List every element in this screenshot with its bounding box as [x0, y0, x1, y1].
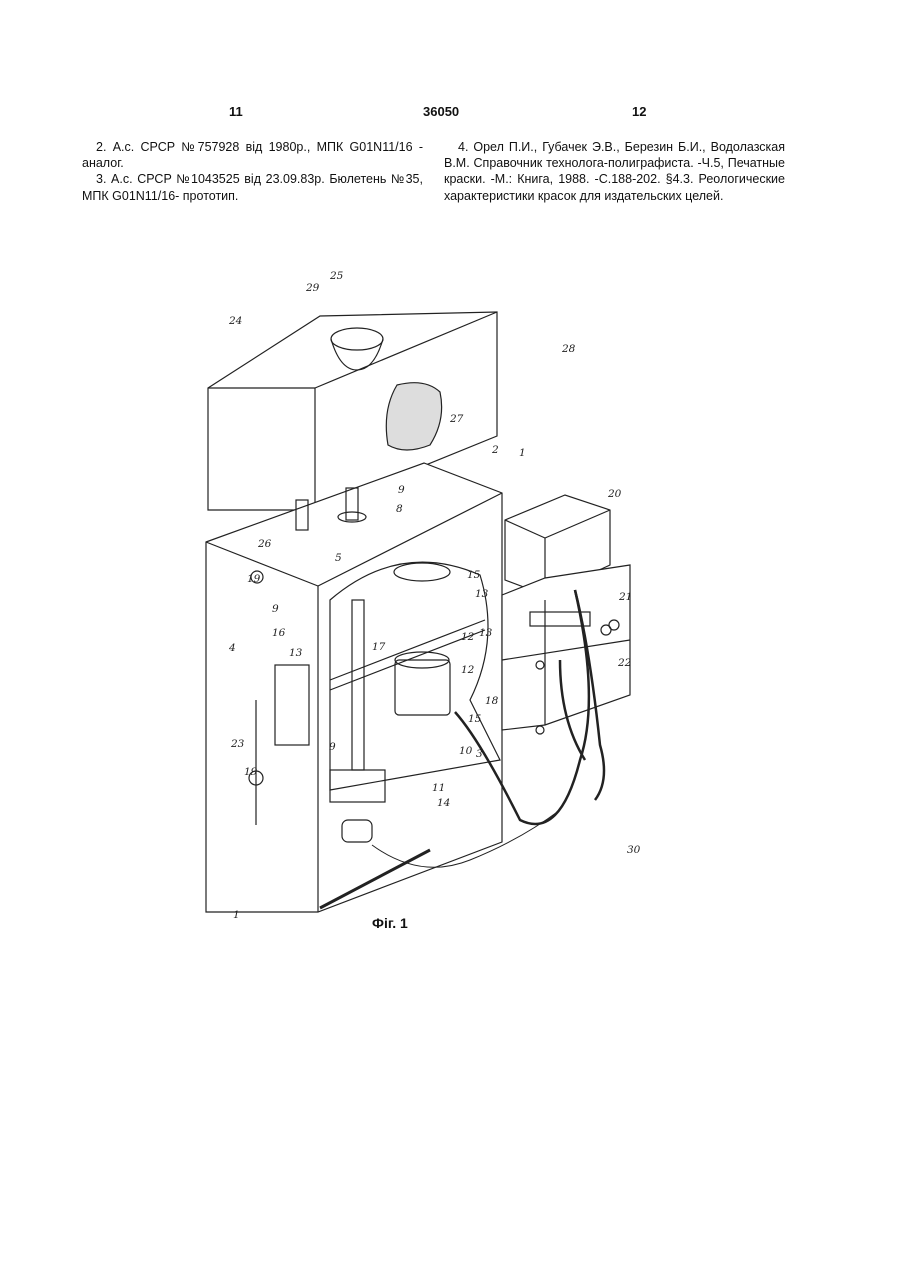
callout-27: 27: [449, 413, 464, 425]
callout-5: 5: [335, 552, 342, 564]
left-page-number: 11: [229, 104, 243, 119]
callout-19: 19: [244, 766, 258, 778]
callout-20: 20: [607, 488, 622, 500]
callout-1: 1: [519, 447, 526, 459]
callout-19: 19: [247, 573, 261, 585]
callout-9: 9: [398, 484, 405, 496]
callout-12: 12: [461, 631, 475, 643]
callout-23: 23: [230, 738, 245, 750]
reference-4: 4. Орел П.И., Губачек Э.В., Березин Б.И.…: [444, 139, 785, 204]
callout-16: 16: [272, 627, 286, 639]
reference-2: 2. А.с. СРСР №757928 від 1980р., МПК G01…: [82, 139, 423, 171]
callout-15: 15: [468, 713, 482, 725]
callout-18: 18: [485, 695, 499, 707]
reference-3: 3. А.с. СРСР №1043525 від 23.09.83р. Бюл…: [82, 171, 423, 203]
callout-8: 8: [396, 503, 403, 515]
patent-figure: 25 29 24 28 27 2 1 9 8 20 26 5 19 15 13 …: [190, 260, 660, 930]
callout-9: 9: [272, 603, 279, 615]
callout-13: 13: [479, 627, 493, 639]
callout-13: 13: [289, 647, 303, 659]
callout-15: 15: [467, 569, 481, 581]
callout-13: 13: [475, 588, 489, 600]
callout-30: 30: [627, 844, 641, 856]
right-page-number: 12: [632, 104, 646, 119]
callout-1: 1: [233, 909, 240, 921]
callout-12: 12: [461, 664, 475, 676]
callout-29: 29: [305, 282, 320, 294]
callout-24: 24: [228, 315, 242, 327]
callout-21: 21: [618, 591, 632, 603]
callout-28: 28: [561, 343, 576, 355]
callout-10: 10: [459, 745, 473, 757]
callout-14: 14: [437, 797, 450, 809]
callout-11: 11: [432, 782, 445, 794]
figure-caption: Фіг. 1: [372, 915, 408, 931]
callout-2: 2: [491, 444, 499, 456]
apparatus-drawing: 25 29 24 28 27 2 1 9 8 20 26 5 19 15 13 …: [190, 260, 660, 930]
instrument-rack: [502, 495, 630, 734]
callout-9: 9: [329, 741, 336, 753]
callout-26: 26: [257, 538, 272, 550]
patent-number: 36050: [423, 104, 459, 119]
references-left-column: 2. А.с. СРСР №757928 від 1980р., МПК G01…: [82, 139, 423, 204]
callout-3: 3: [476, 748, 483, 760]
callout-4: 4: [228, 642, 236, 654]
references-right-column: 4. Орел П.И., Губачек Э.В., Березин Б.И.…: [444, 139, 785, 204]
callout-17: 17: [372, 641, 386, 653]
callout-22: 22: [617, 657, 632, 669]
callout-25: 25: [329, 270, 344, 282]
main-cabinet: [206, 463, 502, 912]
